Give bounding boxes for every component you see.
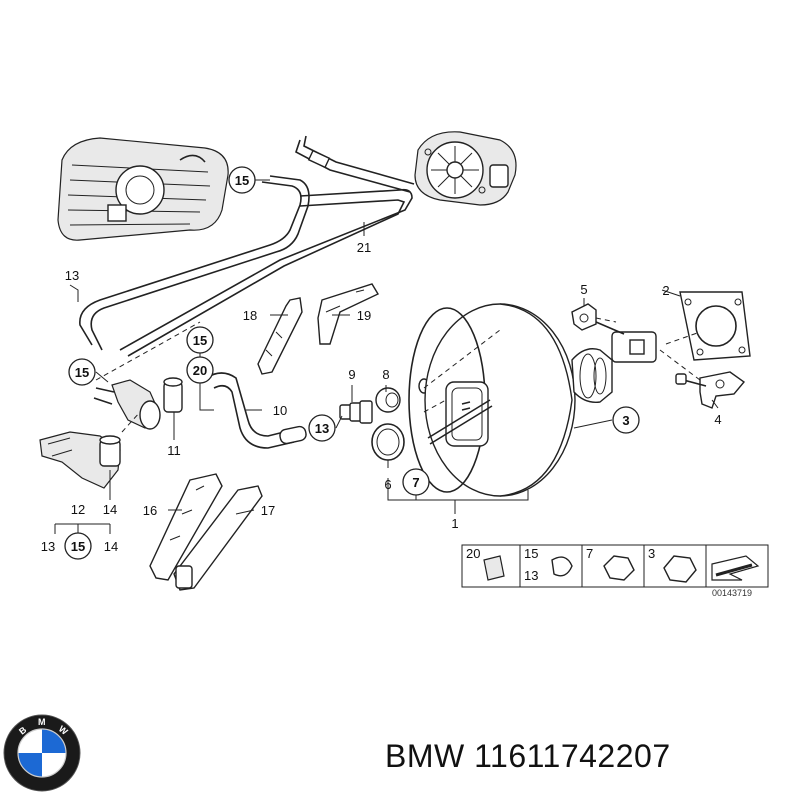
callout-4: 4 xyxy=(714,412,721,427)
callout-9: 9 xyxy=(348,367,355,382)
callout-18: 18 xyxy=(243,308,257,323)
callout-5: 5 xyxy=(580,282,587,297)
grommet-8 xyxy=(375,378,430,413)
callout-13-mid: 13 xyxy=(315,421,329,436)
bracket-17 xyxy=(173,485,263,591)
fitting-9 xyxy=(339,400,373,424)
callout-6: 6 xyxy=(384,477,391,492)
document-number: 00143719 xyxy=(712,588,752,598)
legend-item-2-label-bottom: 13 xyxy=(524,568,538,583)
callout-15-top: 15 xyxy=(235,173,249,188)
callout-16: 16 xyxy=(143,503,157,518)
callout-3: 3 xyxy=(622,413,629,428)
gasket-2 xyxy=(679,291,751,361)
nut-5 xyxy=(571,303,597,331)
callout-15-mid: 15 xyxy=(193,333,207,348)
callout-21: 21 xyxy=(357,240,371,255)
clevis-4 xyxy=(675,371,746,409)
legend-item-4-label: 3 xyxy=(648,546,655,561)
grommet-icon xyxy=(483,555,505,581)
vacuum-pump xyxy=(414,131,517,206)
o-ring-6 xyxy=(371,423,405,461)
part-caption: BMW 11611742207 xyxy=(385,738,671,774)
bmw-logo: B M W xyxy=(3,714,81,792)
callout-13-top: 13 xyxy=(65,268,79,283)
parts-legend: 20 15 13 7 3 00143719 xyxy=(461,544,769,598)
callout-14-top: 14 xyxy=(103,502,117,517)
callout-17: 17 xyxy=(261,503,275,518)
bracket-19 xyxy=(317,283,379,345)
legend-item-1-label: 20 xyxy=(466,546,480,561)
leader-lines xyxy=(54,179,719,534)
callout-12: 12 xyxy=(71,502,85,517)
callout-8: 8 xyxy=(382,367,389,382)
brake-booster xyxy=(408,303,657,497)
intake-manifold xyxy=(57,137,229,241)
callout-15-bottom: 15 xyxy=(71,539,85,554)
nut-icon xyxy=(603,555,635,581)
bracket-18 xyxy=(257,297,303,375)
callout-13-bottom: 13 xyxy=(41,539,55,554)
callout-2: 2 xyxy=(662,283,669,298)
flange-nut-icon xyxy=(663,555,697,583)
elbow-connector-14 xyxy=(39,431,121,489)
callout-10: 10 xyxy=(273,403,287,418)
vacuum-line-upper xyxy=(295,135,415,193)
svg-text:M: M xyxy=(38,717,46,727)
bracket-16 xyxy=(149,473,223,581)
hose-10 xyxy=(205,372,307,449)
callout-7: 7 xyxy=(412,475,419,490)
legend-item-3-label: 7 xyxy=(586,546,593,561)
callout-19: 19 xyxy=(357,308,371,323)
callout-11: 11 xyxy=(167,443,181,458)
callout-15-left: 15 xyxy=(75,365,89,380)
svg-text:B: B xyxy=(17,724,29,736)
callout-14-bottom: 14 xyxy=(104,539,118,554)
legend-item-2-label-top: 15 xyxy=(524,546,538,561)
callout-20: 20 xyxy=(193,363,207,378)
check-valve-11 xyxy=(93,377,183,430)
hose-clamp-icon xyxy=(551,556,573,577)
callout-1: 1 xyxy=(451,516,458,531)
